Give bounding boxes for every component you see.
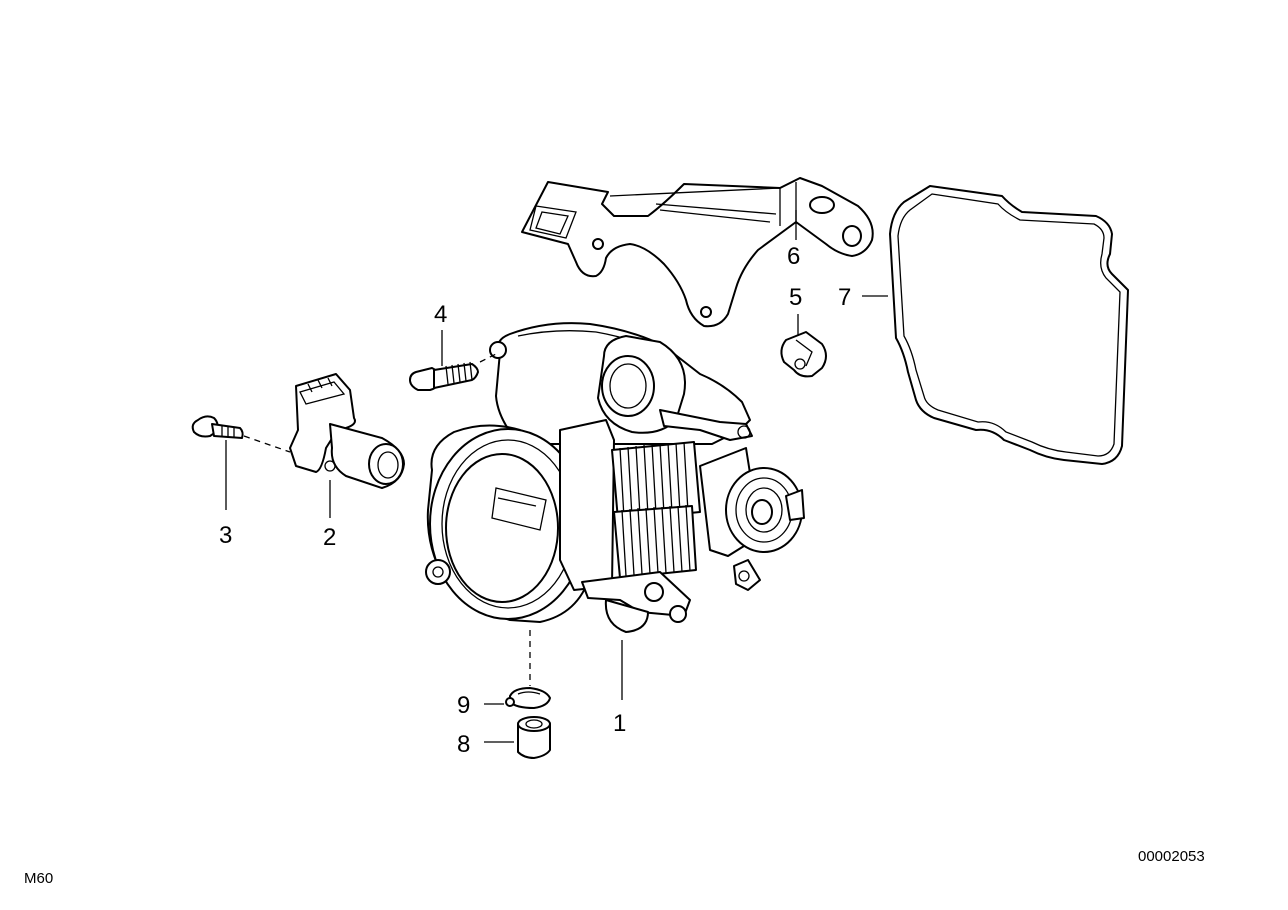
clamp-part-9[interactable] [505, 687, 551, 709]
callout-labels: 1 2 3 4 5 6 7 8 9 [219, 243, 851, 758]
callout-1: 1 [613, 710, 626, 737]
leader-lines [225, 210, 888, 743]
callout-7: 7 [838, 284, 851, 311]
sleeve-part-8[interactable] [517, 716, 551, 759]
sensor-part-2[interactable] [289, 373, 405, 489]
callout-3: 3 [219, 522, 232, 549]
callout-2: 2 [323, 524, 336, 551]
screw-part-3[interactable] [191, 415, 244, 439]
bracket-part-6[interactable] [521, 177, 874, 328]
callout-4: 4 [434, 301, 447, 328]
diagram-code: 00002053 [1138, 848, 1205, 865]
clip-part-5[interactable] [780, 331, 827, 378]
callout-5: 5 [789, 284, 802, 311]
gasket-part-7[interactable] [889, 185, 1129, 465]
model-code: M60 [24, 870, 54, 887]
callout-6: 6 [787, 243, 800, 270]
screw-part-4[interactable] [409, 361, 479, 391]
callout-8: 8 [457, 731, 470, 758]
callout-9: 9 [457, 692, 470, 719]
throttle-body-part-1[interactable] [425, 322, 805, 633]
